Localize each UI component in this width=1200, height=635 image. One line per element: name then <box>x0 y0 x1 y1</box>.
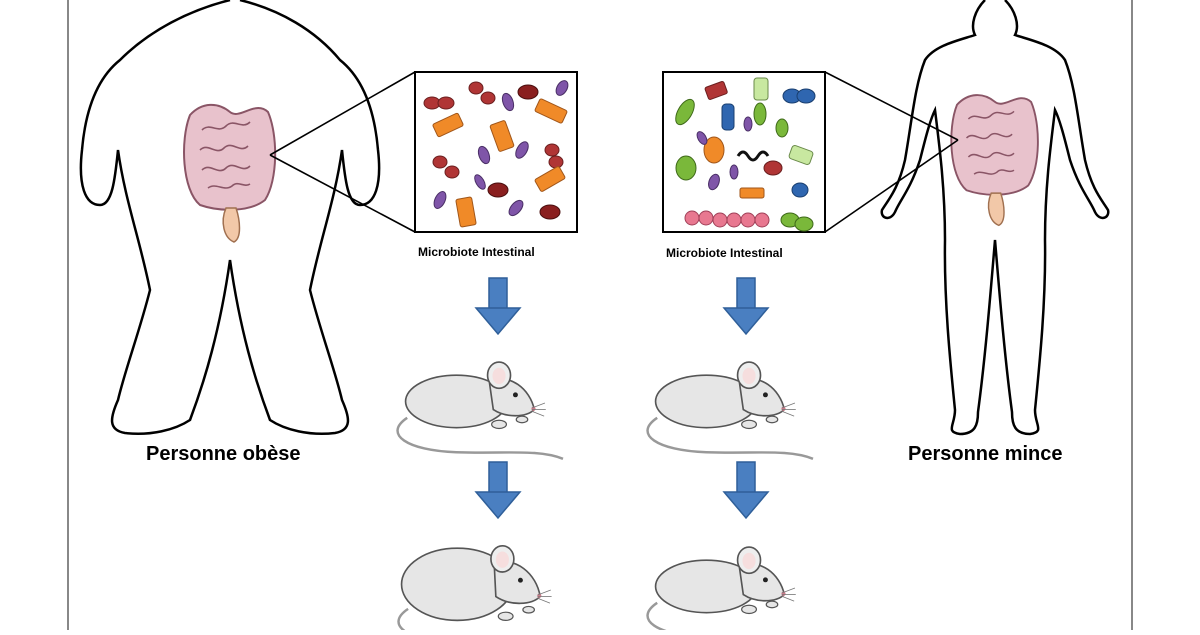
mouse-icon-left-after-obese <box>397 544 570 635</box>
label-microbiota-left: Microbiote Intestinal <box>418 245 535 259</box>
bacteria-light-green-rod <box>753 77 814 165</box>
microbiota-box-right <box>662 71 826 233</box>
bacteria-purple-oval <box>696 116 753 191</box>
bacteria-green-spotted <box>675 98 814 232</box>
down-arrow-icon-right-1 <box>723 277 769 335</box>
zoom-connector-left <box>269 71 416 233</box>
mouse-icon-right-after-lean <box>646 545 815 635</box>
bacteria-orange-rod <box>432 98 568 228</box>
label-thin-person: Personne mince <box>908 443 1063 465</box>
label-obese-person: Personne obèse <box>146 443 301 465</box>
bacteria-blue-rod <box>721 88 816 198</box>
microbiota-box-left <box>414 71 578 233</box>
down-arrow-icon-left-2 <box>475 461 521 519</box>
bacteria-purple-oval <box>433 80 569 217</box>
down-arrow-icon-right-2 <box>723 461 769 519</box>
bacteria-pink-chain <box>684 210 770 228</box>
bacteria-red-flagellated <box>487 84 561 220</box>
zoom-connector-right <box>824 71 959 233</box>
bacteria-spirochete <box>736 150 770 162</box>
down-arrow-icon-left-1 <box>475 277 521 335</box>
bacteria-orange-oval <box>703 136 765 199</box>
bacteria-red-rod <box>704 81 783 176</box>
mouse-icon-right-before <box>646 360 815 461</box>
label-microbiota-right: Microbiote Intestinal <box>666 246 783 260</box>
mouse-icon-left-before <box>396 360 565 461</box>
